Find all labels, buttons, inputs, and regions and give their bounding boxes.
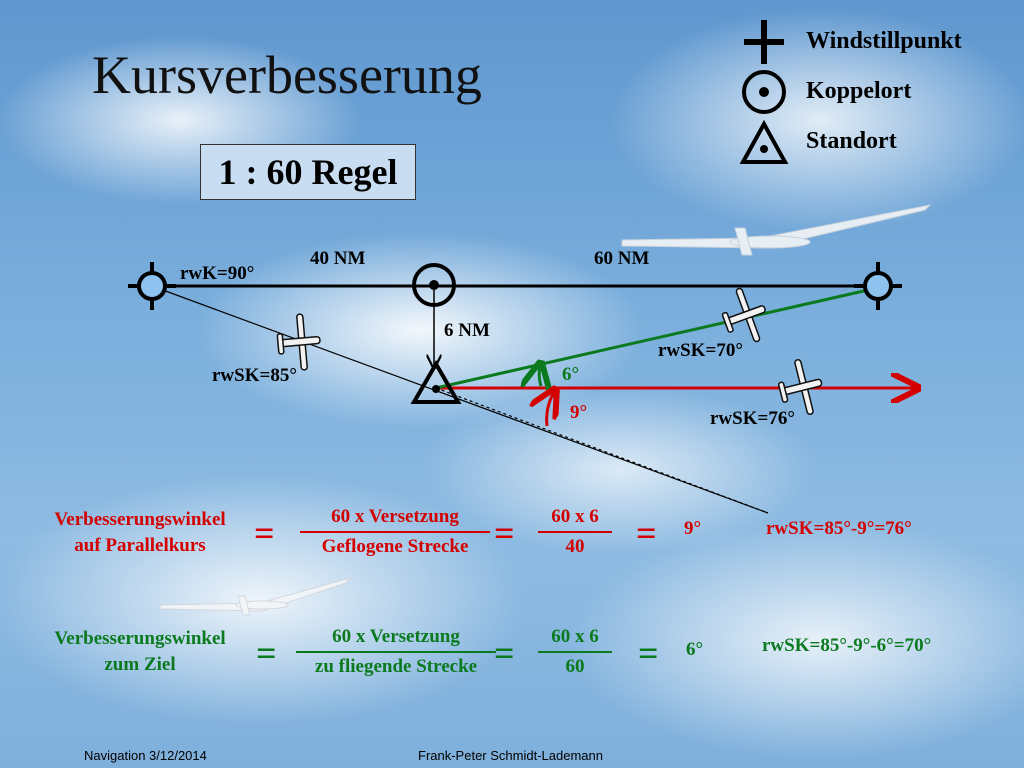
- fraction-bar: [296, 651, 496, 653]
- glider-76-icon: [777, 358, 823, 416]
- triangle-dot-icon: [739, 119, 789, 164]
- formula1-equals-1: =: [254, 513, 275, 553]
- start-marker: [128, 262, 176, 310]
- formula2-equals-1: =: [256, 633, 277, 673]
- formula2-equals-3: =: [638, 633, 659, 673]
- formula2-result: 6°: [686, 639, 704, 660]
- glider-large-icon: [621, 204, 932, 256]
- heading-70-label: rwSK=70°: [658, 340, 743, 361]
- formula1-label-line2: auf Parallelkurs: [74, 535, 206, 556]
- formula2-equals-2: =: [494, 633, 515, 673]
- glider-small-icon: [159, 577, 352, 616]
- angle-9-arrow: [547, 392, 554, 427]
- formula2-frac2-denominator: 60: [565, 656, 585, 677]
- formula1-result: 9°: [684, 518, 702, 539]
- formula1-frac1-denominator: Geflogene Strecke: [321, 536, 469, 557]
- footer-left: Navigation 3/12/2014: [84, 748, 207, 763]
- heading-85-label: rwSK=85°: [212, 365, 297, 386]
- formula1-label-line1: Verbesserungswinkel: [54, 509, 226, 530]
- formula1-equals-3: =: [636, 513, 657, 553]
- fraction-bar: [300, 531, 490, 533]
- formula1-fraction1: 60 x Versetzung Geflogene Strecke: [300, 506, 490, 558]
- standort-marker: [410, 360, 462, 404]
- distance-40-label: 40 NM: [310, 248, 366, 269]
- formula2-fraction1: 60 x Versetzung zu fliegende Strecke: [296, 626, 496, 678]
- formula2-label-line2: zum Ziel: [104, 654, 176, 675]
- distance-60-label: 60 NM: [594, 248, 650, 269]
- formula1-equals-2: =: [494, 513, 515, 553]
- target-marker: [854, 262, 902, 310]
- formula2-heading: rwSK=85°-9°-6°=70°: [762, 635, 932, 656]
- circle-dot-icon: [742, 70, 786, 114]
- koppelort-marker: [412, 263, 456, 307]
- angle-9-label: 9°: [570, 402, 588, 423]
- angle-6-label: 6°: [562, 364, 580, 385]
- legend-standort: Standort: [806, 128, 897, 154]
- slide-title: Kursverbesserung: [92, 45, 482, 105]
- glider-85-icon: [276, 313, 321, 371]
- angle-6-arrow: [539, 366, 541, 386]
- plus-icon: [744, 20, 784, 64]
- drift-line: [151, 285, 769, 514]
- formula2-fraction2: 60 x 6 60: [538, 626, 612, 678]
- glider-70-icon: [721, 287, 766, 343]
- drift-line-dashed: [435, 387, 769, 514]
- formula1-frac2-numerator: 60 x 6: [551, 506, 599, 527]
- formula2-frac2-numerator: 60 x 6: [551, 626, 599, 647]
- legend-windstillpunkt: Windstillpunkt: [806, 28, 962, 54]
- formula1-label: Verbesserungswinkel auf Parallelkurs: [34, 507, 246, 559]
- offset-label: 6 NM: [444, 320, 490, 341]
- rule-box: 1 : 60 Regel: [200, 144, 416, 200]
- course-label: rwK=90°: [180, 263, 255, 284]
- heading-76-label: rwSK=76°: [710, 408, 795, 429]
- formula1-heading: rwSK=85°-9°=76°: [766, 518, 912, 539]
- fraction-bar: [538, 531, 612, 533]
- formula2-frac1-numerator: 60 x Versetzung: [332, 626, 460, 647]
- legend-koppelort: Koppelort: [806, 78, 912, 104]
- formula1-frac2-denominator: 40: [565, 536, 585, 557]
- formula1-fraction2: 60 x 6 40: [538, 506, 612, 558]
- formula2-label: Verbesserungswinkel zum Ziel: [34, 626, 246, 678]
- formula2-label-line1: Verbesserungswinkel: [54, 628, 226, 649]
- target-course-line: [435, 288, 869, 390]
- footer-author: Frank-Peter Schmidt-Lademann: [418, 748, 603, 763]
- formula1-frac1-numerator: 60 x Versetzung: [331, 506, 459, 527]
- formula2-frac1-denominator: zu fliegende Strecke: [314, 656, 478, 677]
- fraction-bar: [538, 651, 612, 653]
